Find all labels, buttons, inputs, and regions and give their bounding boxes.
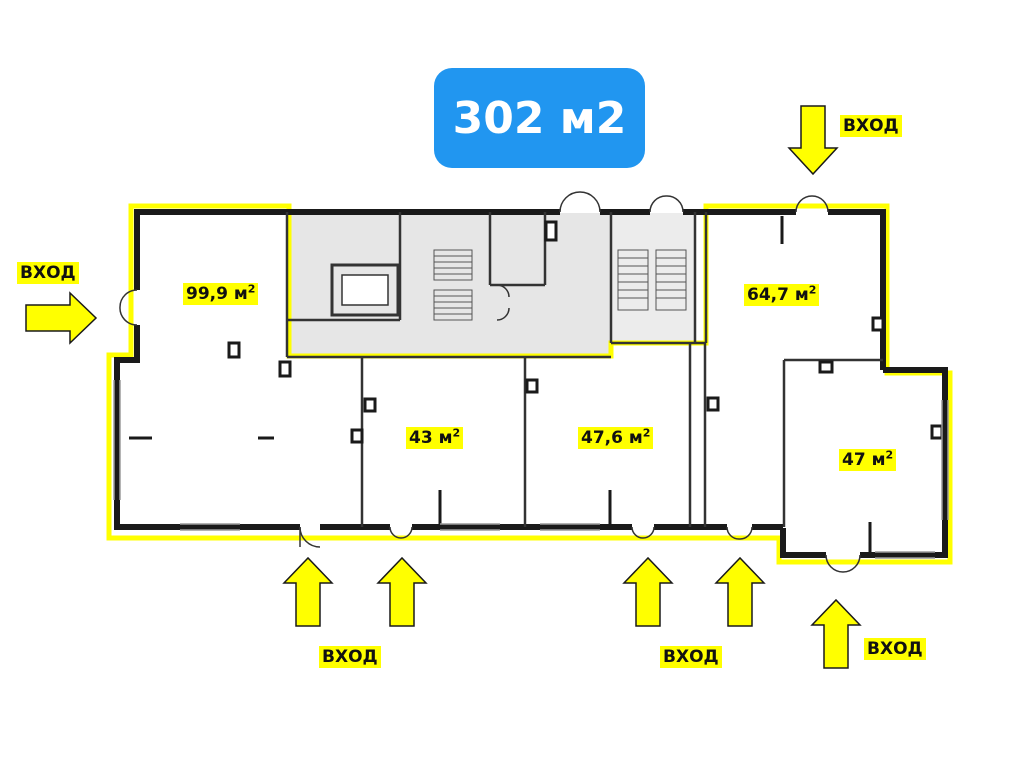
arrow-top-right-icon (787, 105, 839, 176)
unit-area-label-1: 99,9 м2 (183, 283, 259, 305)
door-swings (119, 191, 861, 573)
entrance-label-bottom-left: ВХОД (319, 646, 381, 668)
arrow-bottom-4-icon (714, 556, 766, 627)
stair-area (611, 213, 695, 343)
arrow-bottom-right-icon (810, 598, 862, 669)
entrance-arrows (25, 105, 862, 669)
windows (113, 380, 949, 559)
elevator-shaft (330, 263, 400, 317)
arrow-bottom-3-icon (622, 556, 674, 627)
unit-area-label-4: 64,7 м2 (744, 284, 820, 306)
entrance-label-left: ВХОД (17, 262, 79, 284)
entrance-label-bottom-right: ВХОД (864, 638, 926, 660)
unit-area-label-5: 47 м2 (839, 449, 897, 471)
stairs (433, 249, 687, 321)
entrance-label-top-right: ВХОД (840, 115, 902, 137)
common-area (287, 213, 611, 356)
arrow-bottom-1-icon (282, 556, 334, 627)
total-area-badge: 302 м2 (434, 68, 645, 168)
unit-area-label-2: 43 м2 (406, 427, 464, 449)
partition-stubs (129, 216, 872, 555)
columns (227, 220, 944, 444)
unit-area-label-3: 47,6 м2 (578, 427, 654, 449)
arrow-bottom-2-icon (376, 556, 428, 627)
arrow-left-icon (25, 291, 98, 345)
entrance-label-bottom-middle: ВХОД (660, 646, 722, 668)
inner-walls (285, 212, 883, 527)
elevator-cabin (341, 274, 389, 306)
